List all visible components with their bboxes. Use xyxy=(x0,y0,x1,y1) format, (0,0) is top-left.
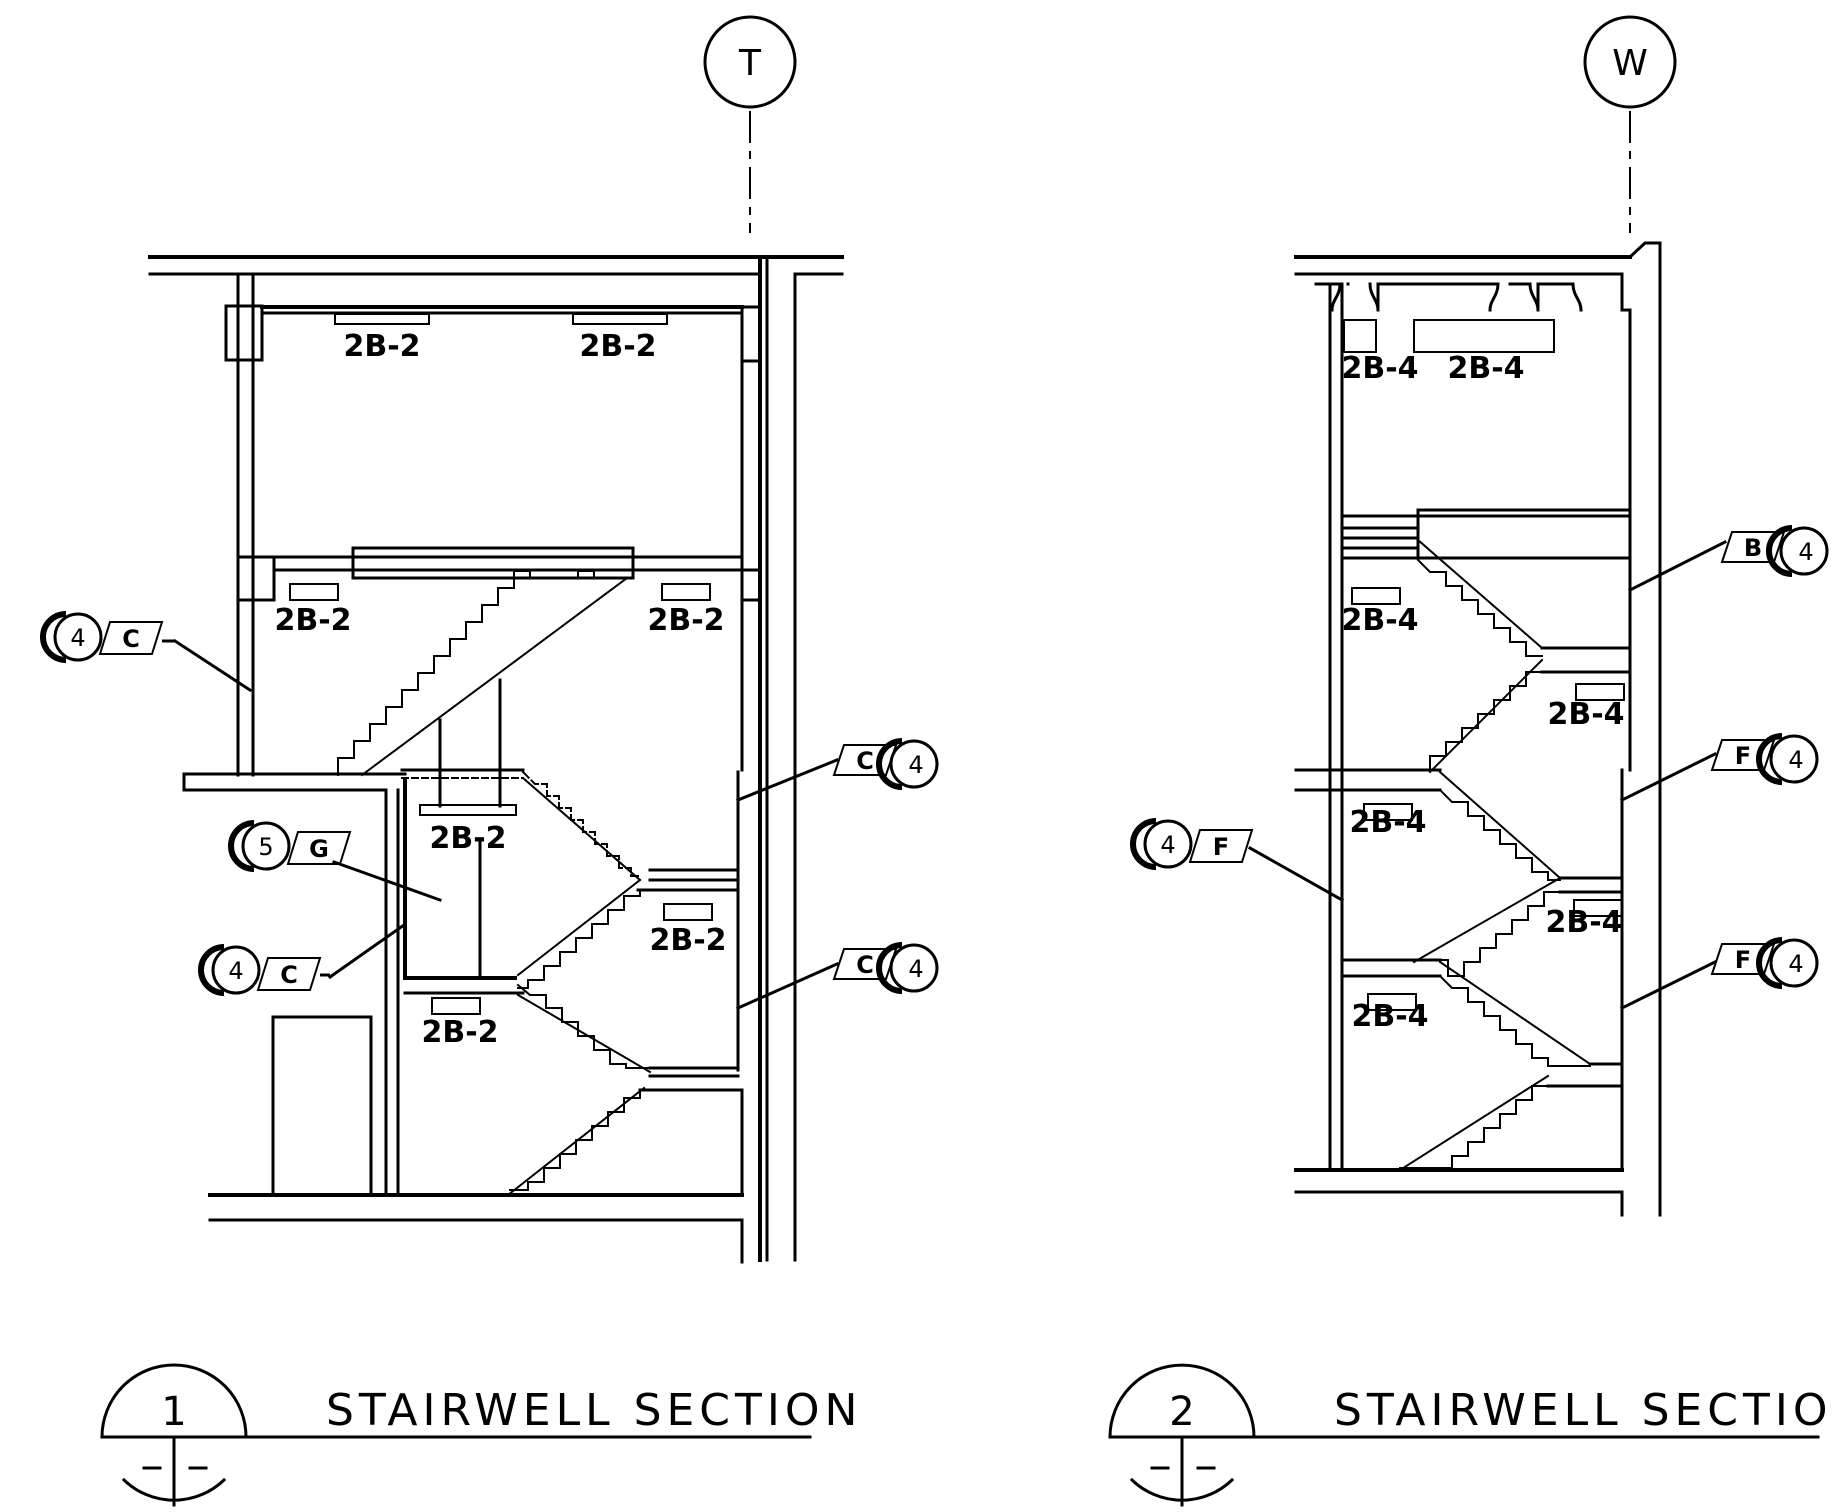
equipment-label: 2B-2 xyxy=(579,329,656,364)
section-title-2: STAIRWELL SECTION xyxy=(1334,1385,1832,1436)
svg-text:G: G xyxy=(309,835,329,863)
svg-text:4: 4 xyxy=(1160,831,1175,859)
equipment-label: 2B-4 xyxy=(1545,905,1622,940)
detail-tag: C 4 xyxy=(832,942,939,994)
detail-tag: F 4 xyxy=(1710,733,1819,785)
svg-text:5: 5 xyxy=(258,833,273,861)
grid-bubble-t: T xyxy=(703,15,797,109)
grid-bubble-w: W xyxy=(1583,15,1677,109)
svg-text:4: 4 xyxy=(1788,746,1803,774)
svg-text:4: 4 xyxy=(70,624,85,652)
svg-text:F: F xyxy=(1735,946,1751,974)
equipment-label: 2B-4 xyxy=(1341,603,1418,638)
grid-label-w: W xyxy=(1612,43,1648,84)
detail-tag: 5 G xyxy=(228,820,352,872)
svg-text:C: C xyxy=(856,747,874,775)
section-title-1: STAIRWELL SECTION xyxy=(326,1385,862,1436)
section-1-equipment-labels: 2B-2 2B-2 2B-2 2B-2 2B-2 2B-2 2B-2 xyxy=(274,329,726,1050)
svg-text:4: 4 xyxy=(228,957,243,985)
svg-text:4: 4 xyxy=(908,955,923,983)
equipment-label: 2B-4 xyxy=(1447,351,1524,386)
title-block-1-graphics xyxy=(100,1363,812,1507)
svg-text:4: 4 xyxy=(908,751,923,779)
equipment-label: 2B-4 xyxy=(1547,697,1624,732)
section-1-drawing xyxy=(148,111,844,1264)
equipment-label: 2B-2 xyxy=(274,603,351,638)
grid-label-t: T xyxy=(738,43,762,84)
svg-text:4: 4 xyxy=(1788,950,1803,978)
equipment-label: 2B-2 xyxy=(429,821,506,856)
section-number-1: 1 xyxy=(161,1389,186,1435)
svg-text:F: F xyxy=(1735,742,1751,770)
detail-tag: 4 C xyxy=(198,944,330,996)
title-block-2-graphics xyxy=(1108,1363,1820,1507)
equipment-label: 2B-4 xyxy=(1349,805,1426,840)
svg-text:4: 4 xyxy=(1798,538,1813,566)
equipment-label: 2B-2 xyxy=(649,923,726,958)
equipment-label: 2B-2 xyxy=(647,603,724,638)
equipment-label: 2B-4 xyxy=(1351,999,1428,1034)
section-2-equipment-labels: 2B-4 2B-4 2B-4 2B-4 2B-4 2B-4 2B-4 xyxy=(1341,351,1624,1034)
svg-text:F: F xyxy=(1213,833,1229,861)
equipment-label: 2B-2 xyxy=(421,1015,498,1050)
detail-tag: C 4 xyxy=(832,738,939,790)
detail-tag: B 4 xyxy=(1720,525,1829,577)
detail-tag: F 4 xyxy=(1710,937,1819,989)
svg-text:C: C xyxy=(122,625,140,653)
detail-tag: 4 F xyxy=(1130,818,1254,870)
equipment-label: 2B-4 xyxy=(1341,351,1418,386)
equipment-label: 2B-2 xyxy=(343,329,420,364)
detail-tag: 4 C xyxy=(40,611,175,663)
section-2-drawing xyxy=(1247,111,1728,1217)
svg-text:C: C xyxy=(280,961,298,989)
svg-text:B: B xyxy=(1744,534,1762,562)
section-number-2: 2 xyxy=(1169,1389,1194,1435)
svg-text:C: C xyxy=(856,951,874,979)
